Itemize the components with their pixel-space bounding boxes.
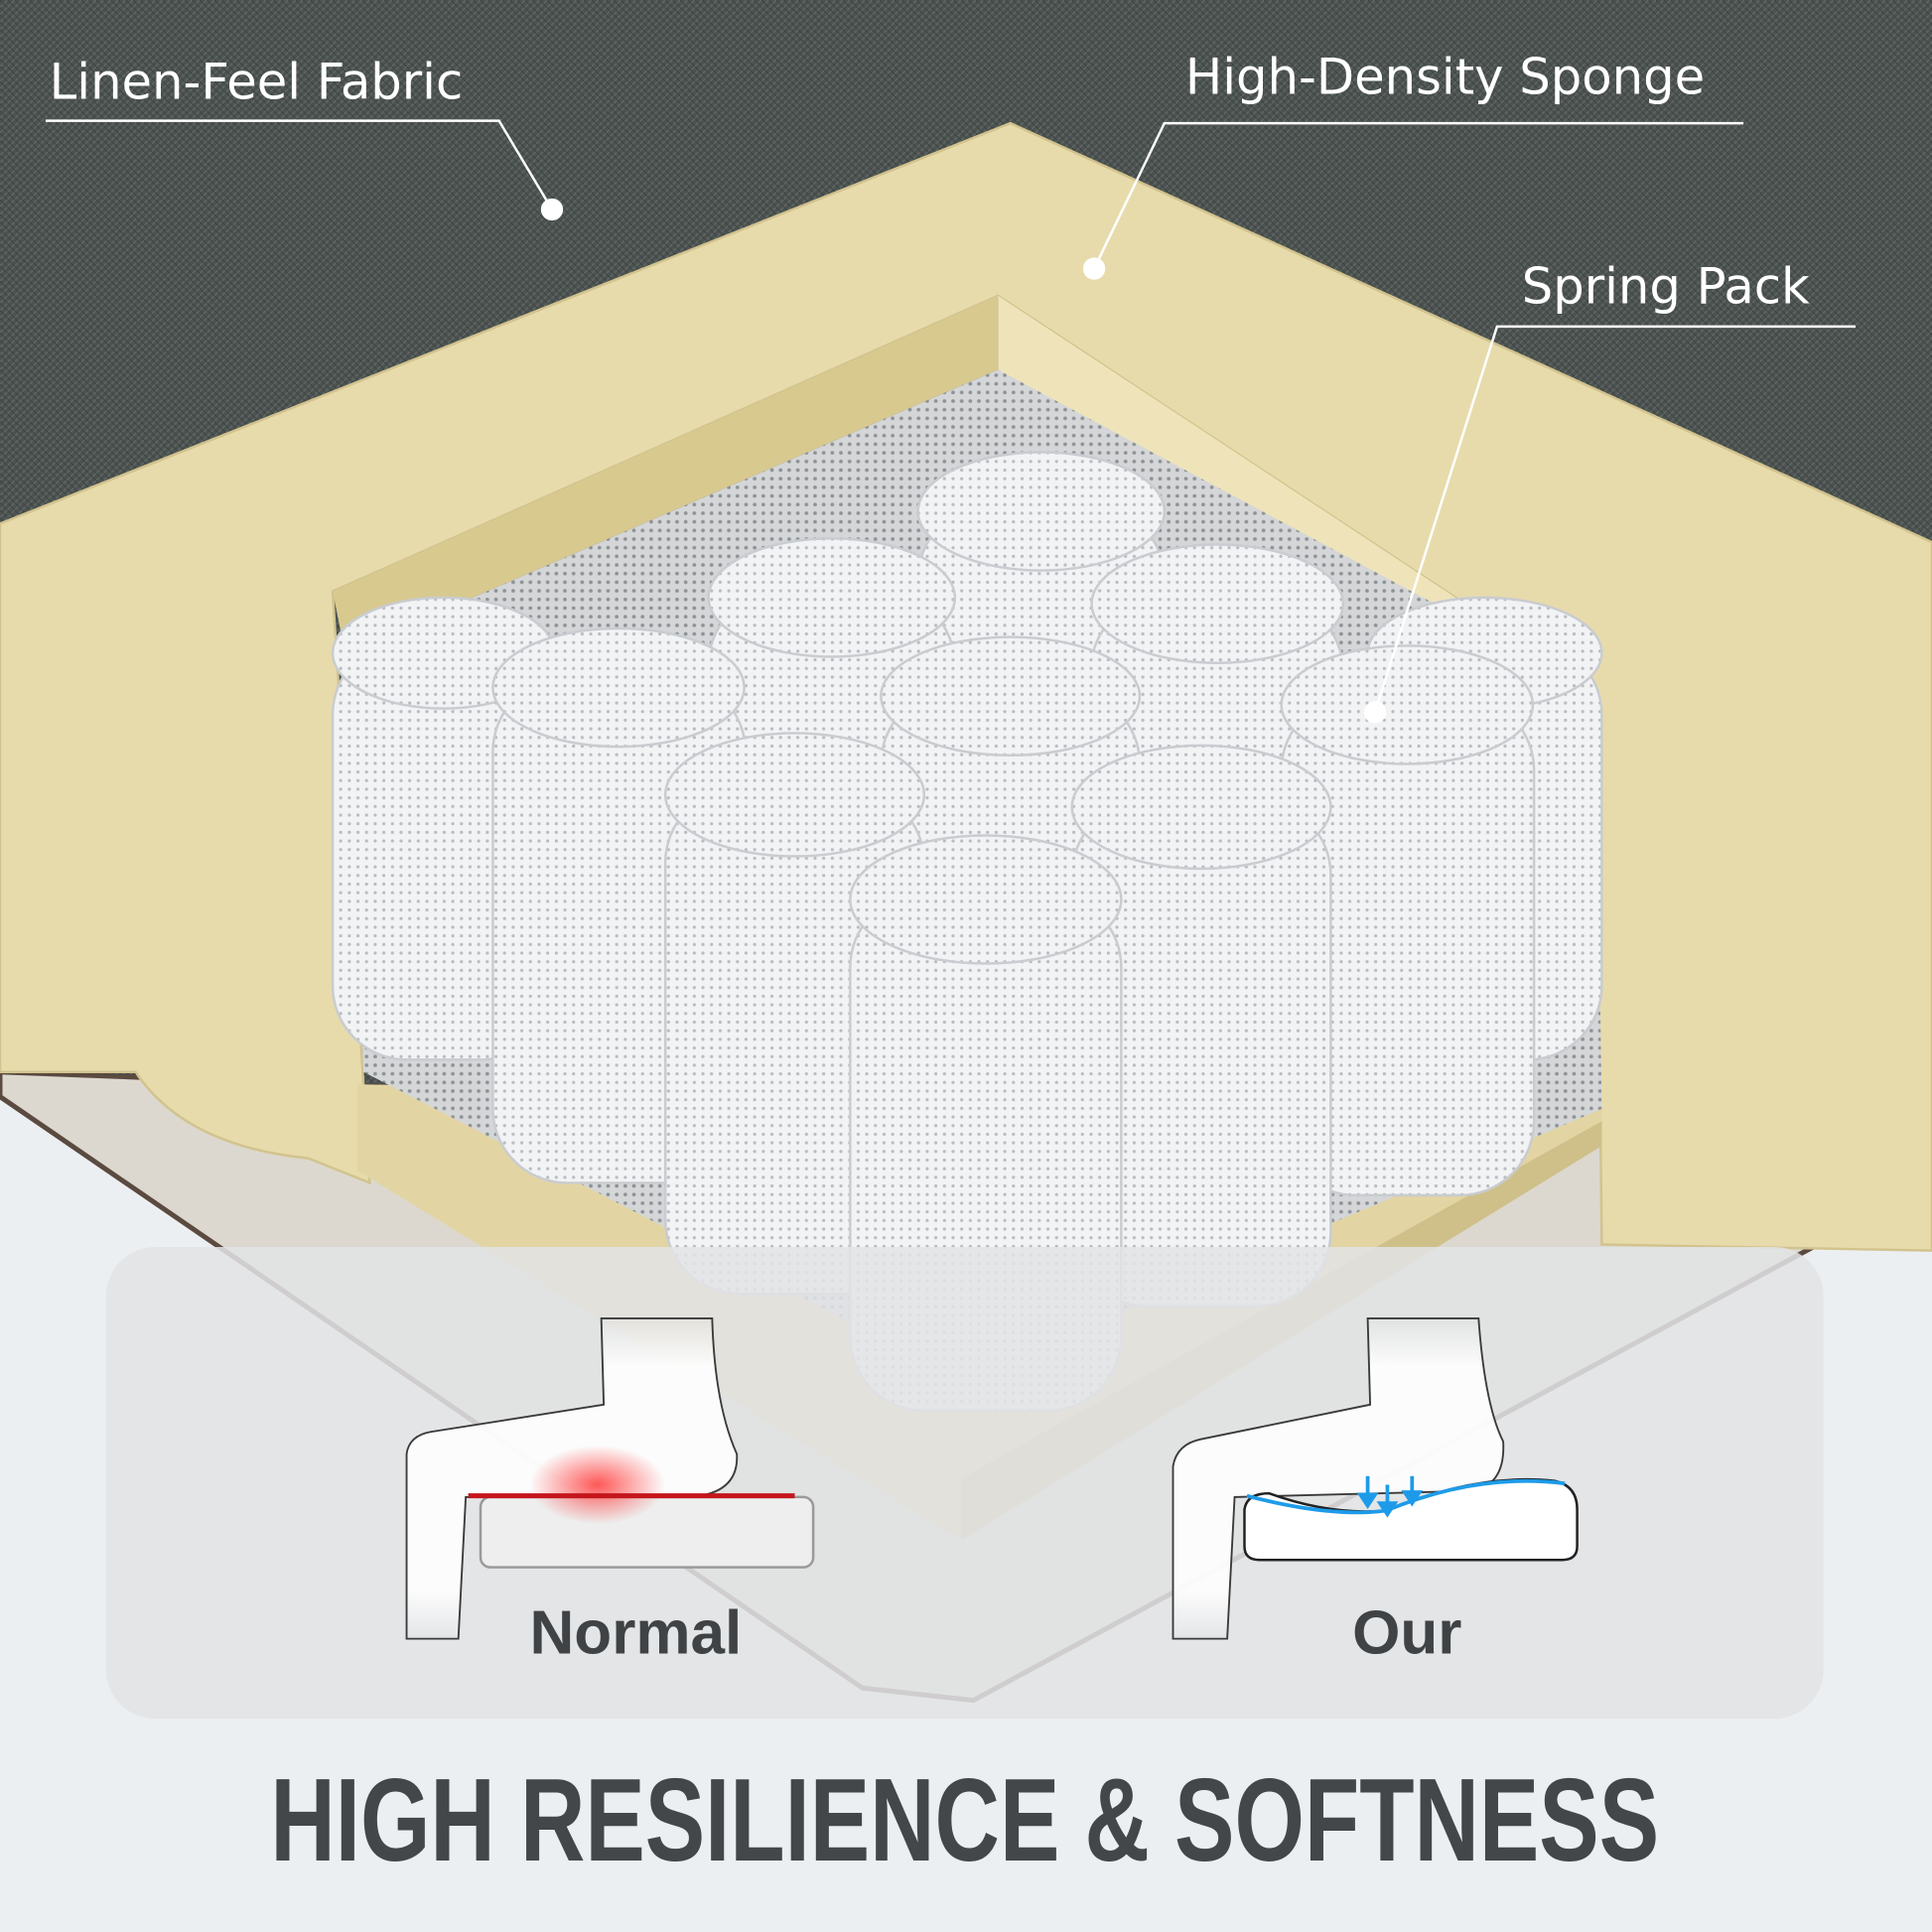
spring-coil bbox=[1070, 744, 1332, 1308]
callout-spring: Spring Pack bbox=[1363, 257, 1857, 724]
spring-coil bbox=[1280, 644, 1536, 1197]
spring-pack bbox=[331, 451, 1603, 1413]
our-seat-diagram: Our bbox=[1172, 1317, 1579, 1668]
comparison-panel bbox=[105, 1246, 1824, 1720]
callout-spring-label: Spring Pack bbox=[1522, 257, 1810, 315]
pressure-arrows-icon bbox=[1356, 1475, 1424, 1518]
normal-seat-diagram: Normal bbox=[405, 1317, 815, 1668]
callout-dot-icon bbox=[1082, 257, 1106, 280]
callout-dot-icon bbox=[1363, 701, 1387, 724]
callout-fabric: Linen-Feel Fabric bbox=[45, 53, 564, 221]
pressure-point-icon bbox=[529, 1445, 666, 1525]
normal-label: Normal bbox=[530, 1599, 743, 1668]
our-label: Our bbox=[1352, 1599, 1461, 1668]
headline: HIGH RESILIENCE & SOFTNESS bbox=[270, 1754, 1659, 1886]
callout-fabric-label: Linen-Feel Fabric bbox=[50, 53, 464, 110]
foam-inner-wall bbox=[333, 295, 999, 653]
callout-sponge: High-Density Sponge bbox=[1082, 48, 1744, 280]
callout-dot-icon bbox=[540, 198, 564, 221]
callout-sponge-label: High-Density Sponge bbox=[1185, 48, 1705, 105]
